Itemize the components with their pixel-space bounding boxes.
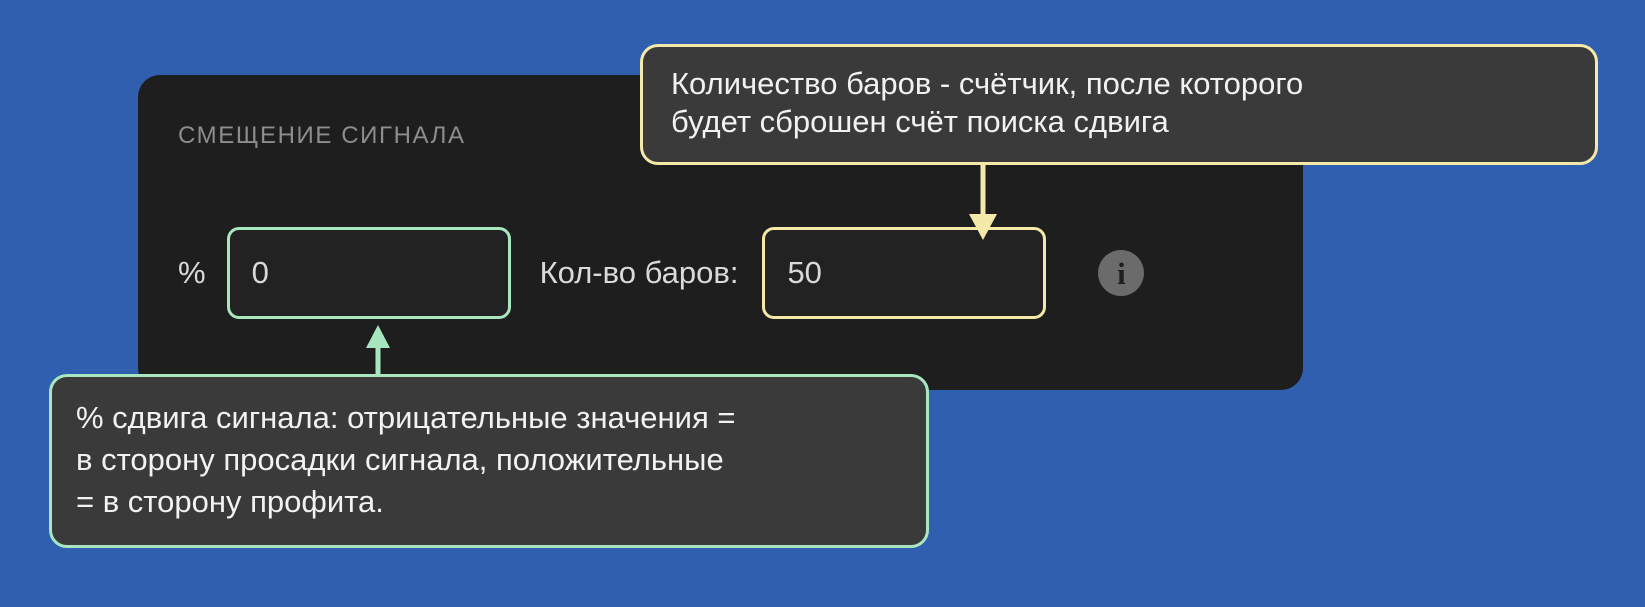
percent-tooltip-line-1: % сдвига сигнала: отрицательные значения… [76,400,736,435]
bars-tooltip-arrow [969,160,997,240]
percent-field-label: % [178,255,206,290]
info-icon-glyph: i [1117,255,1126,291]
info-icon[interactable]: i [1098,250,1145,296]
bars-count-input-value: 50 [787,255,822,290]
bars-count-input[interactable]: 50 [762,227,1047,319]
percent-tooltip: % сдвига сигнала: отрицательные значения… [49,374,929,548]
percent-input[interactable]: 0 [226,227,511,319]
bars-count-tooltip-line-1: Количество баров - счётчик, после которо… [671,66,1304,101]
bars-count-field-label: Кол-во баров: [539,255,739,290]
percent-input-value: 0 [251,255,269,290]
percent-tooltip-line-2: в сторону просадки сигнала, положительны… [76,441,724,477]
percent-tooltip-arrow [366,325,390,378]
signal-offset-row: % 0 Кол-во баров: 50 i [178,227,1145,319]
bars-count-tooltip-line-2: будет сброшен счёт поиска сдвига [671,104,1169,140]
bars-count-tooltip: Количество баров - счётчик, после которо… [640,44,1598,165]
page-title: СМЕЩЕНИЕ СИГНАЛА [178,122,466,149]
percent-tooltip-line-3: = в сторону профита. [76,483,384,519]
